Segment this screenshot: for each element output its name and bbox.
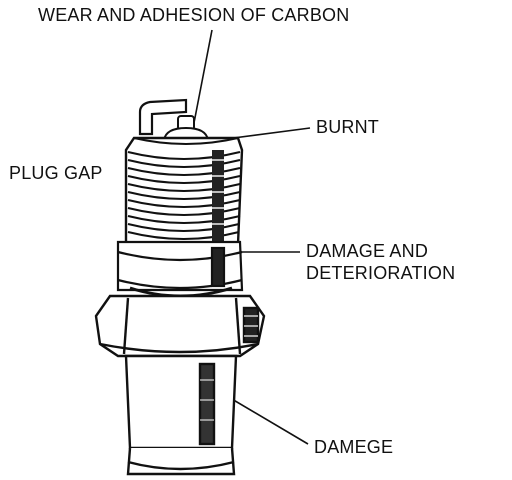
label-plug-gap: PLUG GAP [9, 163, 103, 183]
label-damage-line-2: DETERIORATION [306, 263, 456, 283]
threaded-body [124, 136, 244, 246]
leader-wear [192, 29, 213, 129]
center-electrode [162, 115, 210, 141]
hex-nut [94, 294, 266, 358]
ground-electrode [138, 98, 188, 136]
lower-insulator [124, 354, 238, 476]
label-damage-and-deterioration: DAMAGE AND DETERIORATION [306, 240, 455, 284]
label-damage-line-1: DAMAGE AND [306, 241, 429, 261]
gasket-ring [116, 240, 244, 298]
label-burnt: BURNT [316, 117, 379, 137]
label-wear-and-adhesion: WEAR AND ADHESION OF CARBON [38, 5, 350, 25]
label-damege: DAMEGE [314, 437, 394, 457]
